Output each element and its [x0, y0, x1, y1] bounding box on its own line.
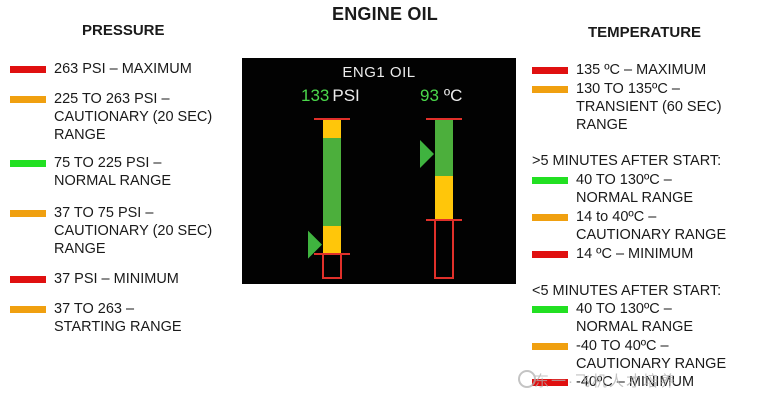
legend-text: 37 PSI – MINIMUM: [54, 271, 179, 287]
legend-swatch: [532, 67, 568, 74]
legend-text: RANGE: [576, 117, 628, 133]
legend-text: TRANSIENT (60 SEC): [576, 99, 722, 115]
pressure-unit: PSI: [332, 86, 360, 105]
pressure-upper-caution-band: [323, 120, 341, 138]
legend-swatch: [10, 96, 46, 103]
legend-text: CAUTIONARY RANGE: [576, 227, 727, 243]
legend-text: 75 TO 225 PSI –: [54, 155, 162, 171]
legend-subheading: >5 MINUTES AFTER START:: [532, 153, 722, 169]
legend-swatch: [532, 251, 568, 258]
legend-swatch: [10, 210, 46, 217]
legend-text: NORMAL RANGE: [54, 173, 172, 189]
temperature-gauge: [420, 118, 462, 279]
legend-swatch: [10, 160, 46, 167]
legend-text: CAUTIONARY RANGE: [576, 356, 727, 372]
legend-text: NORMAL RANGE: [576, 319, 694, 335]
temperature-header: TEMPERATURE: [588, 24, 702, 41]
legend-swatch: [10, 276, 46, 283]
temperature-caution-band: [435, 176, 453, 220]
legend-text: 14 ºC – MINIMUM: [576, 246, 694, 262]
temperature-pointer-icon: [420, 140, 434, 169]
legend-swatch: [10, 66, 46, 73]
legend-swatch: [532, 214, 568, 221]
display-title: ENG1 OIL: [342, 64, 416, 81]
legend-text: CAUTIONARY (20 SEC): [54, 109, 213, 125]
legend-text: 14 to 40ºC –: [576, 209, 657, 225]
legend-text: 225 TO 263 PSI –: [54, 91, 170, 107]
temperature-unit: ºC: [443, 86, 463, 105]
page-title: ENGINE OIL: [331, 4, 438, 24]
legend-text: RANGE: [54, 241, 106, 257]
legend-text: RANGE: [54, 127, 106, 143]
legend-text: 40 TO 130ºC –: [576, 301, 672, 317]
legend-text: 130 TO 135ºC –: [576, 81, 680, 97]
pressure-normal-band: [323, 138, 341, 226]
legend-text: 263 PSI – MAXIMUM: [54, 61, 192, 77]
legend-swatch: [532, 343, 568, 350]
pressure-pointer-icon: [308, 230, 322, 259]
oil-gauges: [308, 118, 462, 279]
legend-swatch: [532, 177, 568, 184]
temperature-value: 93: [420, 86, 439, 105]
legend-swatch: [532, 379, 568, 386]
legend-text: STARTING RANGE: [54, 319, 182, 335]
legend-subheading: <5 MINUTES AFTER START:: [532, 283, 722, 299]
pressure-header: PRESSURE: [82, 22, 165, 39]
legend-text: CAUTIONARY (20 SEC): [54, 223, 213, 239]
watermark-icon: [518, 370, 536, 388]
legend-text: 37 TO 75 PSI –: [54, 205, 154, 221]
legend-text: 37 TO 263 –: [54, 301, 135, 317]
legend-text: NORMAL RANGE: [576, 190, 694, 206]
watermark: 东一·飞机人才培养: [534, 373, 677, 390]
legend-swatch: [532, 86, 568, 93]
legend-text: 40 TO 130ºC –: [576, 172, 672, 188]
pressure-value: 133: [301, 86, 330, 105]
pressure-gauge: [308, 118, 350, 279]
legend-text: -40ºC – MINIMUM: [576, 374, 695, 390]
temperature-normal-band: [435, 120, 453, 176]
legend-text: -40 TO 40ºC –: [576, 338, 669, 354]
legend-text: 135 ºC – MAXIMUM: [576, 62, 707, 78]
legend-swatch: [10, 306, 46, 313]
pressure-lower-caution-band: [323, 226, 341, 254]
temperature-below-minimum-zone: [434, 219, 454, 279]
legend-swatch: [532, 306, 568, 313]
pressure-below-minimum-zone: [322, 253, 342, 279]
